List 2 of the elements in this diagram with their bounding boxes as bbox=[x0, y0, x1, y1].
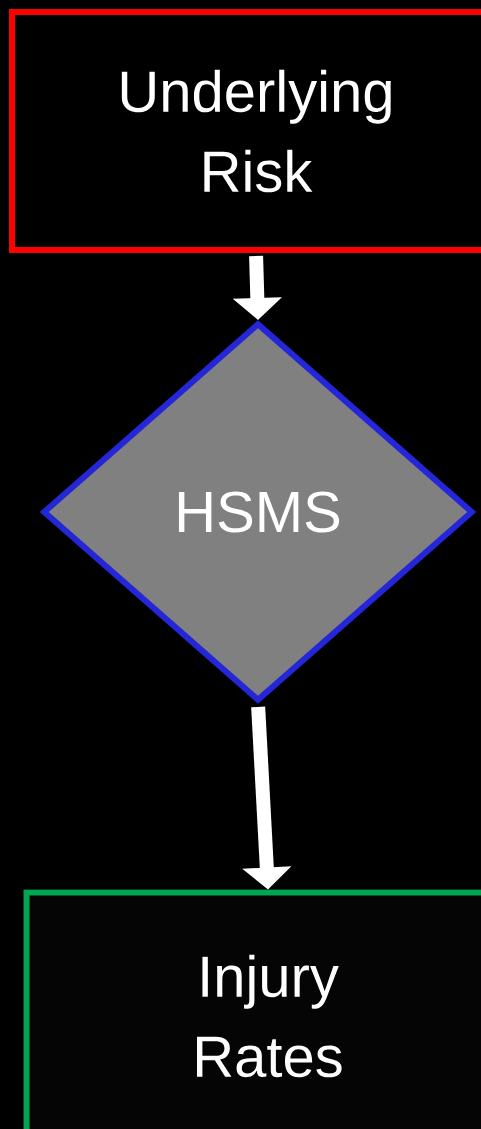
process-box: Underlying Risk bbox=[9, 9, 481, 253]
process-box: Injury Rates bbox=[23, 889, 481, 1129]
